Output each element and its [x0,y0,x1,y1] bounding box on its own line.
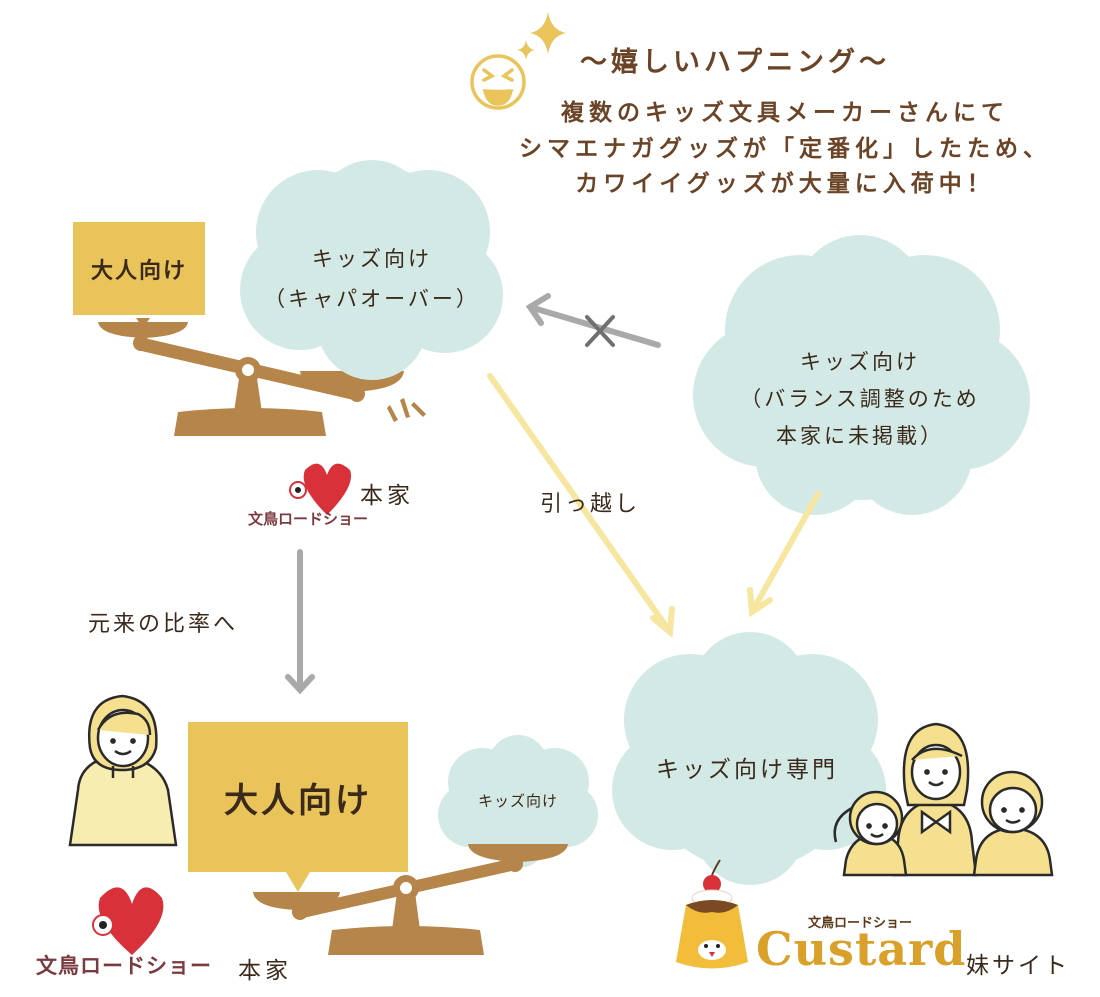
unlisted-cloud-line: （バランス調整のため [740,386,980,411]
kids-cloud-text: キッズ向け （キャパオーバー） [262,240,482,320]
move-label: 引っ越し [540,492,641,517]
bottom-sign-pointer [286,872,310,892]
custard-site-label: 妹サイト [966,953,1070,979]
adult-sign-label: 大人向け [90,258,187,284]
happening-line: 複数のキッズ文具メーカーさんにて [561,100,1009,126]
custard-pudding-logo [676,859,748,969]
kids-overcapacity-cloud [240,160,503,380]
unlisted-cloud-line: 本家に未掲載） [776,423,944,448]
children-group-illustration [833,722,1054,877]
kids-specialty-cloud [612,632,886,885]
happening-title: 〜嬉しいハプニング〜 [580,47,890,78]
honke-logo-text-top: 文鳥ロードショー [248,510,369,528]
honke-label-bottom: 本家 [238,958,292,984]
honke-label-top: 本家 [360,483,414,509]
honke-logo-text-bottom: 文鳥ロードショー [36,954,212,978]
kids-specialty-label: キッズ向け専門 [656,757,838,783]
custard-logo-small: 文鳥ロードショー [808,916,913,931]
bottom-kids-label: キッズ向け [477,792,558,810]
move-arrow [487,373,675,638]
happening-line: カワイイグッズが大量に入荷中！ [575,171,995,198]
unlisted-cloud-text: キッズ向け （バランス調整のため 本家に未掲載） [700,344,1020,454]
x-mark-icon [585,315,615,347]
grinning-face-icon [470,54,526,110]
top-balance-scale [98,318,404,436]
bird-heart-logo-top [289,463,352,515]
bottom-kids-cloud [438,735,598,868]
kids-unlisted-cloud [693,235,1030,515]
happening-line: シマエナガグッズが「定番化」したため、 [519,135,1051,162]
unlisted-to-custard-arrow [747,491,821,618]
kids-cloud-line: キッズ向け [312,247,432,271]
custard-logo-main: Custard [756,922,967,976]
adult-sign-bottom: 大人向け [188,722,408,872]
adult-sign-top: 大人向け [73,222,205,315]
kids-cloud-line: （キャパオーバー） [264,286,480,311]
overflow-burst-icon [387,398,426,422]
adult-sign-label: 大人向け [224,780,372,821]
ratio-label: 元来の比率へ [88,612,239,637]
unlisted-cloud-line: キッズ向け [800,350,920,374]
bottom-balance-scale [253,844,568,955]
sparkle-icon [517,12,566,60]
adult-woman-illustration [68,694,178,847]
bird-heart-logo-bottom [92,887,164,955]
happening-message: 複数のキッズ文具メーカーさんにて シマエナガグッズが「定番化」したため、 カワイ… [475,96,1095,203]
ratio-arrow [285,549,315,695]
